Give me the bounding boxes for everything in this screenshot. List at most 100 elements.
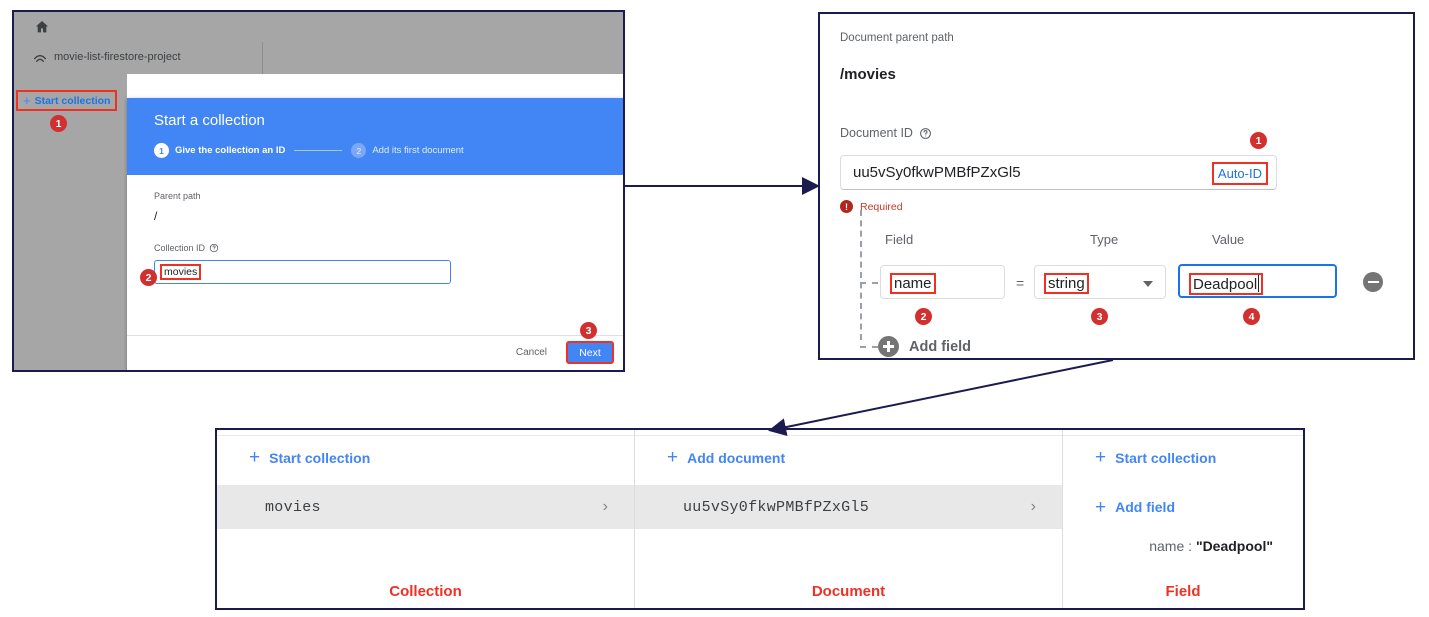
caption-field: Field	[1165, 583, 1201, 600]
plus-icon: +	[1095, 496, 1107, 518]
help-circle-icon[interactable]	[209, 243, 219, 253]
field-name-value: name	[890, 273, 936, 294]
plus-icon: +	[249, 447, 261, 468]
chevron-right-icon: ›	[1030, 498, 1036, 515]
cancel-button[interactable]: Cancel	[515, 347, 547, 358]
field-name-input[interactable]: name	[880, 265, 1005, 299]
firestore-result-table: + Start collection movies › Collection +…	[215, 428, 1305, 610]
field-type-select[interactable]: string	[1034, 265, 1166, 299]
caption-collection: Collection	[389, 583, 462, 600]
plus-icon: +	[23, 93, 31, 108]
add-document-panel: Document parent path /movies Document ID…	[818, 12, 1415, 360]
document-list-item[interactable]: uu5vSy0fkwPMBfPZxGl5 ›	[635, 485, 1062, 529]
document-id-label: Document ID	[840, 126, 932, 140]
stepper-connector	[294, 150, 343, 151]
step-1-label: Give the collection an ID	[175, 145, 286, 156]
table-column-document: + Add document uu5vSy0fkwPMBfPZxGl5 › Do…	[635, 430, 1063, 608]
document-id-value: uu5vSy0fkwPMBfPZxGl5	[853, 164, 1021, 181]
minus-circle-icon[interactable]	[1363, 272, 1383, 292]
firebase-console-collection-panel: movie-list-firestore-project + Start col…	[12, 10, 625, 372]
dialog-header: Start a collection 1 Give the collection…	[127, 98, 623, 175]
console-top-bar	[14, 12, 623, 43]
annotation-badge-3: 3	[580, 322, 597, 339]
start-subcollection-row[interactable]: + Start collection	[1063, 430, 1303, 486]
firebase-flame-icon	[32, 50, 48, 66]
project-bar: movie-list-firestore-project	[14, 42, 623, 75]
text-cursor	[1258, 275, 1260, 292]
document-parent-path-label: Document parent path	[840, 32, 954, 44]
collection-id-label: Collection ID	[154, 243, 219, 253]
step-1-number: 1	[154, 143, 169, 158]
collection-name: movies	[265, 498, 321, 516]
home-icon[interactable]	[34, 19, 50, 35]
field-tree-branch-2	[860, 346, 878, 348]
add-document-link[interactable]: + Add document	[667, 448, 785, 467]
start-collection-label: Start collection	[269, 449, 371, 466]
column-header-field: Field	[885, 232, 914, 247]
error-exclamation-icon: !	[840, 200, 853, 213]
start-collection-label: Start collection	[34, 94, 111, 107]
dialog-body: Parent path / Collection ID movies 2	[127, 175, 623, 335]
add-field-label: Add field	[1115, 499, 1175, 515]
table-top-rule	[217, 430, 1303, 436]
equals-sign: =	[1016, 275, 1025, 291]
document-parent-path-value: /movies	[840, 66, 896, 83]
field-value: "Deadpool"	[1195, 538, 1273, 554]
document-id-input[interactable]: uu5vSy0fkwPMBfPZxGl5 Auto-ID	[840, 155, 1277, 190]
parent-path-label: Parent path	[154, 191, 201, 201]
start-collection-dialog: Start a collection 1 Give the collection…	[127, 98, 623, 370]
start-collection-button[interactable]: + Start collection	[16, 90, 118, 111]
annotation-badge-1: 1	[50, 115, 67, 132]
start-subcollection-label: Start collection	[1115, 449, 1217, 466]
document-id: uu5vSy0fkwPMBfPZxGl5	[683, 498, 870, 516]
required-error: ! Required	[840, 200, 903, 213]
field-key: name :	[1149, 538, 1193, 554]
annotation-badge-2: 2	[915, 308, 932, 325]
console-sidebar	[14, 74, 127, 370]
field-value-value: Deadpool	[1189, 273, 1264, 295]
parent-path-value: /	[154, 209, 158, 223]
annotation-badge-3: 3	[1091, 308, 1108, 325]
chevron-right-icon: ›	[602, 498, 608, 515]
add-document-label: Add document	[687, 449, 786, 466]
add-field-link[interactable]: + Add field	[1095, 498, 1175, 517]
column-header-value: Value	[1212, 232, 1245, 247]
next-button[interactable]: Next	[566, 341, 614, 364]
dialog-title: Start a collection	[154, 112, 265, 129]
arrow-document-to-result	[768, 359, 1114, 437]
field-tree-branch-1	[860, 282, 878, 284]
auto-id-button[interactable]: Auto-ID	[1211, 162, 1268, 185]
start-collection-link[interactable]: + Start collection	[249, 448, 370, 467]
column-header-type: Type	[1090, 232, 1119, 247]
add-document-row[interactable]: + Add document	[635, 430, 1062, 486]
annotation-badge-1: 1	[1250, 132, 1267, 149]
plus-icon: +	[1095, 447, 1107, 468]
add-field-row[interactable]: + Add field	[1063, 485, 1303, 529]
step-2-number: 2	[351, 143, 367, 158]
field-value-input[interactable]: Deadpool	[1178, 264, 1337, 298]
project-name: movie-list-firestore-project	[54, 51, 181, 63]
collection-id-value: movies	[160, 264, 202, 280]
table-column-field: + Start collection + Add field name : "D…	[1063, 430, 1303, 608]
collection-id-input[interactable]: movies	[154, 260, 451, 284]
add-field-label: Add field	[909, 338, 972, 355]
annotation-badge-4: 4	[1243, 308, 1260, 325]
collection-list-item[interactable]: movies ›	[217, 485, 634, 529]
field-tree-guide	[860, 210, 862, 340]
dialog-stepper: 1 Give the collection an ID 2 Add its fi…	[154, 143, 464, 158]
field-key-value: name : "Deadpool"	[1063, 538, 1303, 554]
plus-circle-icon	[878, 336, 899, 357]
field-type-value: string	[1044, 273, 1089, 294]
step-2-label: Add its first document	[372, 145, 464, 156]
caption-document: Document	[811, 583, 886, 600]
dialog-footer: Cancel Next 3	[127, 322, 623, 370]
help-circle-icon[interactable]	[919, 127, 932, 140]
project-bar-divider	[262, 42, 263, 74]
chevron-down-icon[interactable]	[1143, 281, 1153, 287]
table-column-collection: + Start collection movies › Collection	[217, 430, 635, 608]
start-collection-row[interactable]: + Start collection	[217, 430, 634, 486]
start-subcollection-link[interactable]: + Start collection	[1095, 448, 1216, 467]
add-field-button[interactable]: Add field	[878, 336, 971, 357]
required-text: Required	[860, 200, 903, 213]
plus-icon: +	[667, 447, 679, 468]
